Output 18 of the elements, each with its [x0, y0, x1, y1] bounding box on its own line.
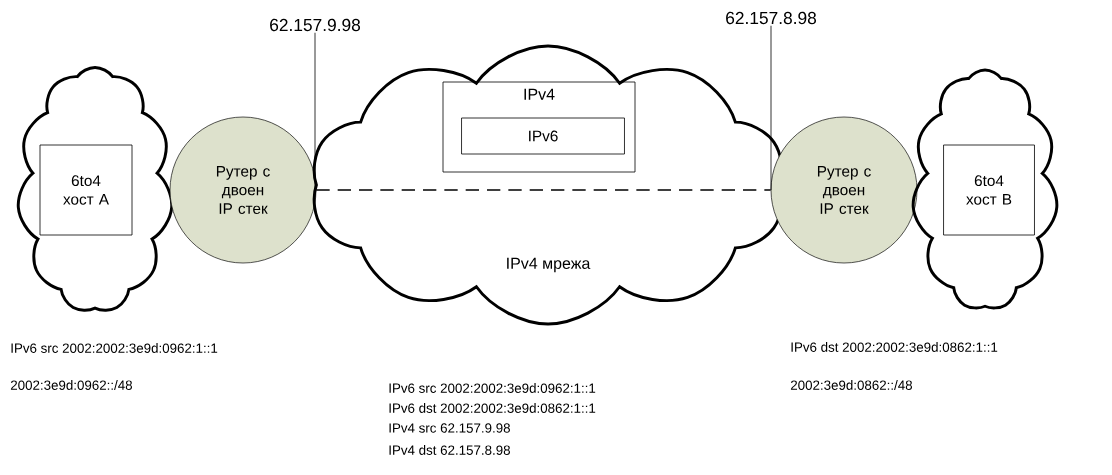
address-text: IPv6 src 2002:2002:3e9d:0962:1::1: [11, 343, 218, 353]
address-text: IPv4 dst 62.157.8.98: [389, 445, 510, 455]
cloud-shape: [911, 68, 1059, 310]
host-box: IPv6: [461, 117, 625, 155]
address-text: IPv6 dst 2002:2002:3e9d:0862:1::1: [389, 403, 596, 413]
address-text: IPv6 src 2002:2002:3e9d:0962:1::1: [389, 383, 596, 393]
host-box: 6to4 хост B: [943, 144, 1035, 236]
dashed-line: [315, 189, 772, 191]
leader-line: [770, 25, 772, 191]
leader-line: [314, 32, 316, 191]
address-text: 2002:3e9d:0962::/48: [10, 380, 132, 390]
host-box: 6to4 хост A: [39, 144, 133, 236]
address-text: IPv4 src 62.157.9.98: [389, 423, 510, 433]
cloud-shape: [16, 66, 174, 312]
ip-address-label: 62.157.8.98: [726, 11, 817, 25]
address-text: 2002:3e9d:0862::/48: [790, 380, 912, 390]
address-text: IPv6 dst 2002:2002:3e9d:0862:1::1: [791, 342, 998, 352]
ip-address-label: 62.157.9.98: [270, 18, 361, 32]
